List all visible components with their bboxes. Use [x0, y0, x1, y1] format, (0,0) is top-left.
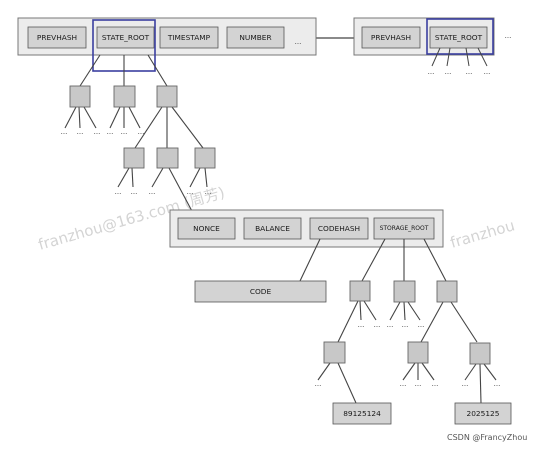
block1-ellipsis: ...: [295, 38, 302, 46]
svg-text:...: ...: [445, 68, 452, 76]
svg-text:...: ...: [77, 128, 84, 136]
svg-text:...: ...: [138, 128, 145, 136]
svg-text:...: ...: [428, 68, 435, 76]
svg-text:CODE: CODE: [250, 287, 272, 296]
svg-text:...: ...: [462, 380, 469, 388]
svg-text:STATE_ROOT: STATE_ROOT: [435, 33, 483, 42]
svg-text:...: ...: [107, 128, 114, 136]
account-field-nonce: NONCE: [177, 217, 236, 240]
svg-text:2025125: 2025125: [467, 409, 500, 418]
storage-trie-nodes: [323, 280, 491, 365]
storage-value-2: 2025125: [454, 402, 512, 425]
block1-field-state-root: STATE_ROOT: [96, 26, 155, 49]
block2-ellipsis: ...: [505, 32, 512, 40]
account-field-storage-root: STORAGE_ROOT: [373, 217, 435, 240]
svg-text:...: ...: [187, 188, 194, 196]
svg-text:...: ...: [358, 321, 365, 329]
svg-text:BALANCE: BALANCE: [255, 224, 290, 233]
state-trie-leaf-ellipses: ... ... ... ... ... ... ... ... ... ... …: [61, 128, 212, 196]
block2-field-prevhash: PREVHASH: [361, 26, 421, 49]
block1-field-prevhash: PREVHASH: [27, 26, 87, 49]
svg-text:NUMBER: NUMBER: [239, 33, 271, 42]
svg-text:...: ...: [149, 188, 156, 196]
trie-node: [113, 85, 136, 108]
watermark-right: franzhou: [448, 216, 517, 252]
csdn-credit: CSDN @FrancyZhou: [447, 433, 527, 442]
svg-text:...: ...: [315, 380, 322, 388]
svg-text:NONCE: NONCE: [193, 224, 220, 233]
account-record: NONCE BALANCE CODEHASH STORAGE_ROOT: [169, 209, 444, 248]
svg-text:...: ...: [432, 380, 439, 388]
svg-text:...: ...: [121, 128, 128, 136]
svg-text:...: ...: [402, 321, 409, 329]
block2-branch-ellipses: ... ... ... ...: [428, 68, 491, 76]
svg-text:STATE_ROOT: STATE_ROOT: [102, 33, 150, 42]
svg-text:STORAGE_ROOT: STORAGE_ROOT: [380, 225, 429, 232]
svg-text:...: ...: [400, 380, 407, 388]
state-trie-edges: [64, 54, 208, 214]
svg-text:...: ...: [115, 188, 122, 196]
block-header-1: PREVHASH STATE_ROOT TIMESTAMP NUMBER ...: [17, 17, 317, 72]
svg-text:...: ...: [387, 321, 394, 329]
svg-text:PREVHASH: PREVHASH: [371, 33, 411, 42]
svg-text:...: ...: [205, 188, 212, 196]
svg-text:...: ...: [494, 380, 501, 388]
storage-node: [323, 341, 346, 364]
storage-node: [349, 280, 371, 302]
trie-node: [156, 85, 178, 108]
storage-node: [407, 341, 429, 364]
svg-text:...: ...: [61, 128, 68, 136]
storage-trie-edges: [317, 238, 497, 404]
storage-trie-leaf-ellipses: ... ... ... ... ... ... ... ... ... ... …: [315, 321, 501, 388]
trie-node: [69, 85, 91, 108]
svg-text:CODEHASH: CODEHASH: [318, 224, 360, 233]
storage-node: [436, 280, 458, 303]
block1-field-number: NUMBER: [226, 26, 285, 49]
account-field-balance: BALANCE: [243, 217, 302, 240]
svg-text:...: ...: [415, 380, 422, 388]
block-header-2: PREVHASH STATE_ROOT ...: [353, 17, 512, 56]
block2-state-root-highlight: [426, 18, 494, 55]
svg-text:...: ...: [466, 68, 473, 76]
trie-node: [123, 147, 145, 169]
block1-field-timestamp: TIMESTAMP: [159, 26, 219, 49]
block2-branches: [431, 47, 488, 67]
storage-node: [393, 280, 416, 303]
svg-text:...: ...: [131, 188, 138, 196]
trie-node: [156, 147, 179, 169]
trie-node: [194, 147, 216, 169]
svg-text:...: ...: [94, 128, 101, 136]
storage-value-1: 89125124: [332, 402, 392, 425]
svg-text:...: ...: [418, 321, 425, 329]
state-trie-nodes: [69, 85, 216, 169]
svg-text:...: ...: [374, 321, 381, 329]
svg-text:TIMESTAMP: TIMESTAMP: [167, 33, 211, 42]
storage-node: [469, 342, 491, 365]
svg-text:...: ...: [484, 68, 491, 76]
code-box: CODE: [194, 280, 327, 303]
account-field-codehash: CODEHASH: [309, 217, 369, 240]
svg-text:PREVHASH: PREVHASH: [37, 33, 77, 42]
block2-field-state-root: STATE_ROOT: [429, 26, 488, 49]
svg-text:89125124: 89125124: [343, 409, 381, 418]
